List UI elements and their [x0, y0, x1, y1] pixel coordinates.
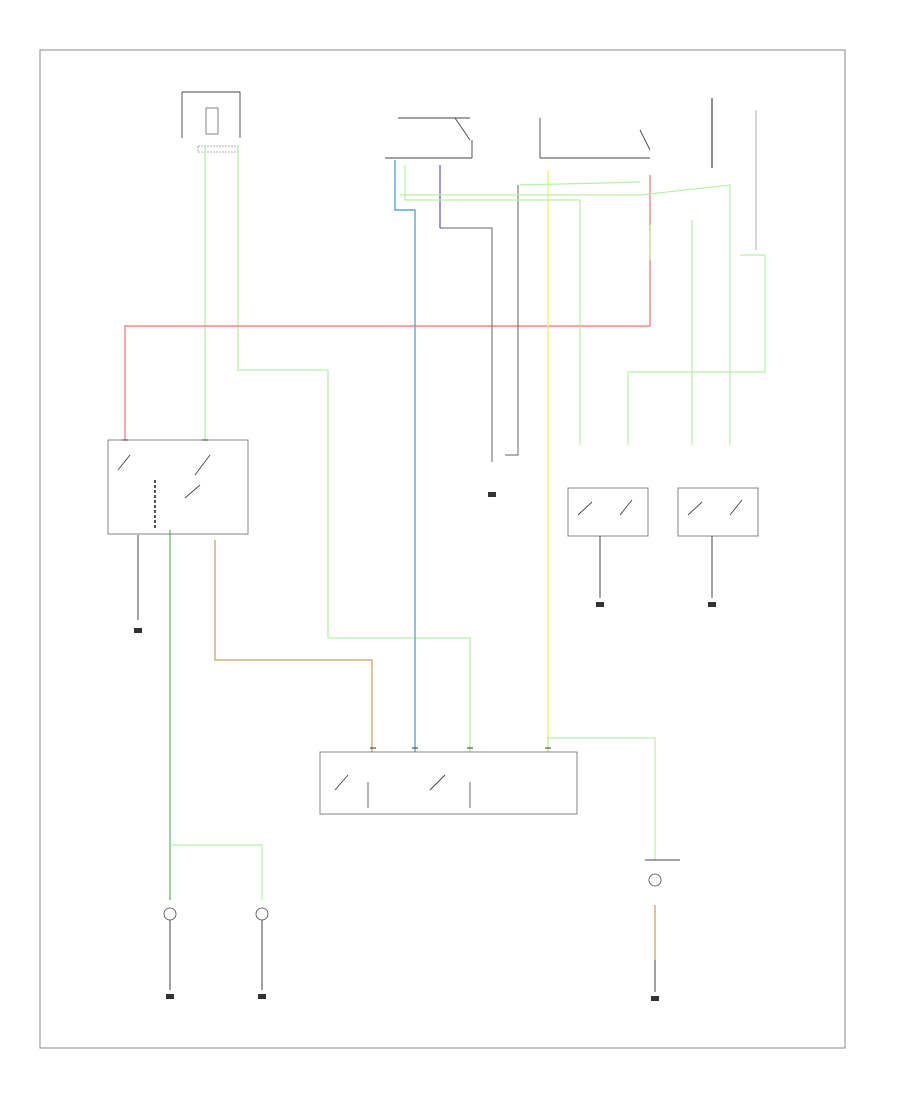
wire-red [124, 175, 651, 440]
left-footwell-lamp-symbol [163, 907, 177, 999]
fuse-block-center [385, 98, 757, 250]
ground-center [488, 492, 496, 497]
right-door-switch-box [677, 487, 759, 607]
wire-gray [440, 227, 493, 462]
cargo-lamp-symbol [645, 859, 680, 1001]
wire-green-harness [400, 165, 766, 445]
left-door-switch-box [567, 487, 649, 607]
right-footwell-lamp-symbol [255, 907, 269, 999]
connector-ticks [122, 439, 551, 749]
diagram-frame [39, 49, 846, 1049]
wire-green-left [204, 145, 471, 752]
dual-light-switch-box [107, 439, 249, 633]
multifunction-module-box [319, 751, 578, 815]
wire-green-lower [170, 844, 263, 900]
wire-blue [394, 160, 416, 752]
wire-gray-2 [505, 185, 519, 456]
wire-tan [214, 540, 373, 752]
fuse-block-left [181, 91, 241, 153]
wire-green-right [547, 737, 656, 860]
